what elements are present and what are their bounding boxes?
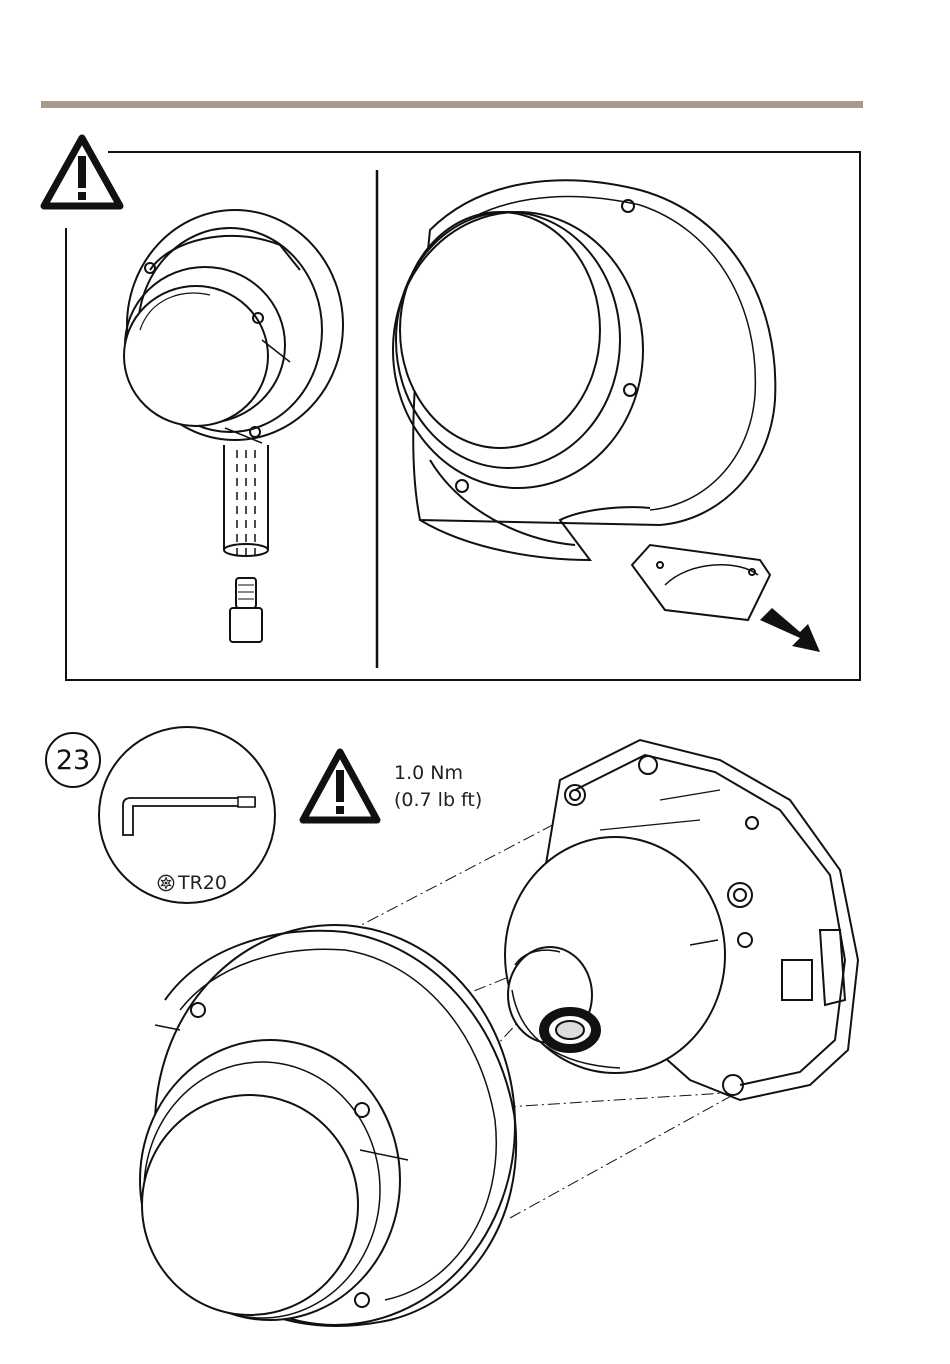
- warning-triangle-icon: [44, 138, 120, 206]
- camera-with-cable-illustration: [124, 210, 343, 642]
- torque-metric: 1.0 Nm: [394, 760, 482, 787]
- torque-spec: 1.0 Nm (0.7 lb ft): [394, 760, 482, 814]
- torque-imperial: (0.7 lb ft): [394, 787, 482, 814]
- dome-cover-removal-illustration: [393, 180, 775, 620]
- step-number: 23: [48, 736, 98, 786]
- camera-base-mount-illustration: [505, 740, 858, 1100]
- warning-torque-icon: [303, 752, 377, 820]
- tool-label: TR20: [157, 872, 227, 894]
- dome-housing-illustration: [140, 925, 516, 1326]
- torx-icon: [157, 874, 175, 892]
- arrow-down-right-icon: [760, 608, 820, 652]
- tool-size: TR20: [178, 872, 227, 894]
